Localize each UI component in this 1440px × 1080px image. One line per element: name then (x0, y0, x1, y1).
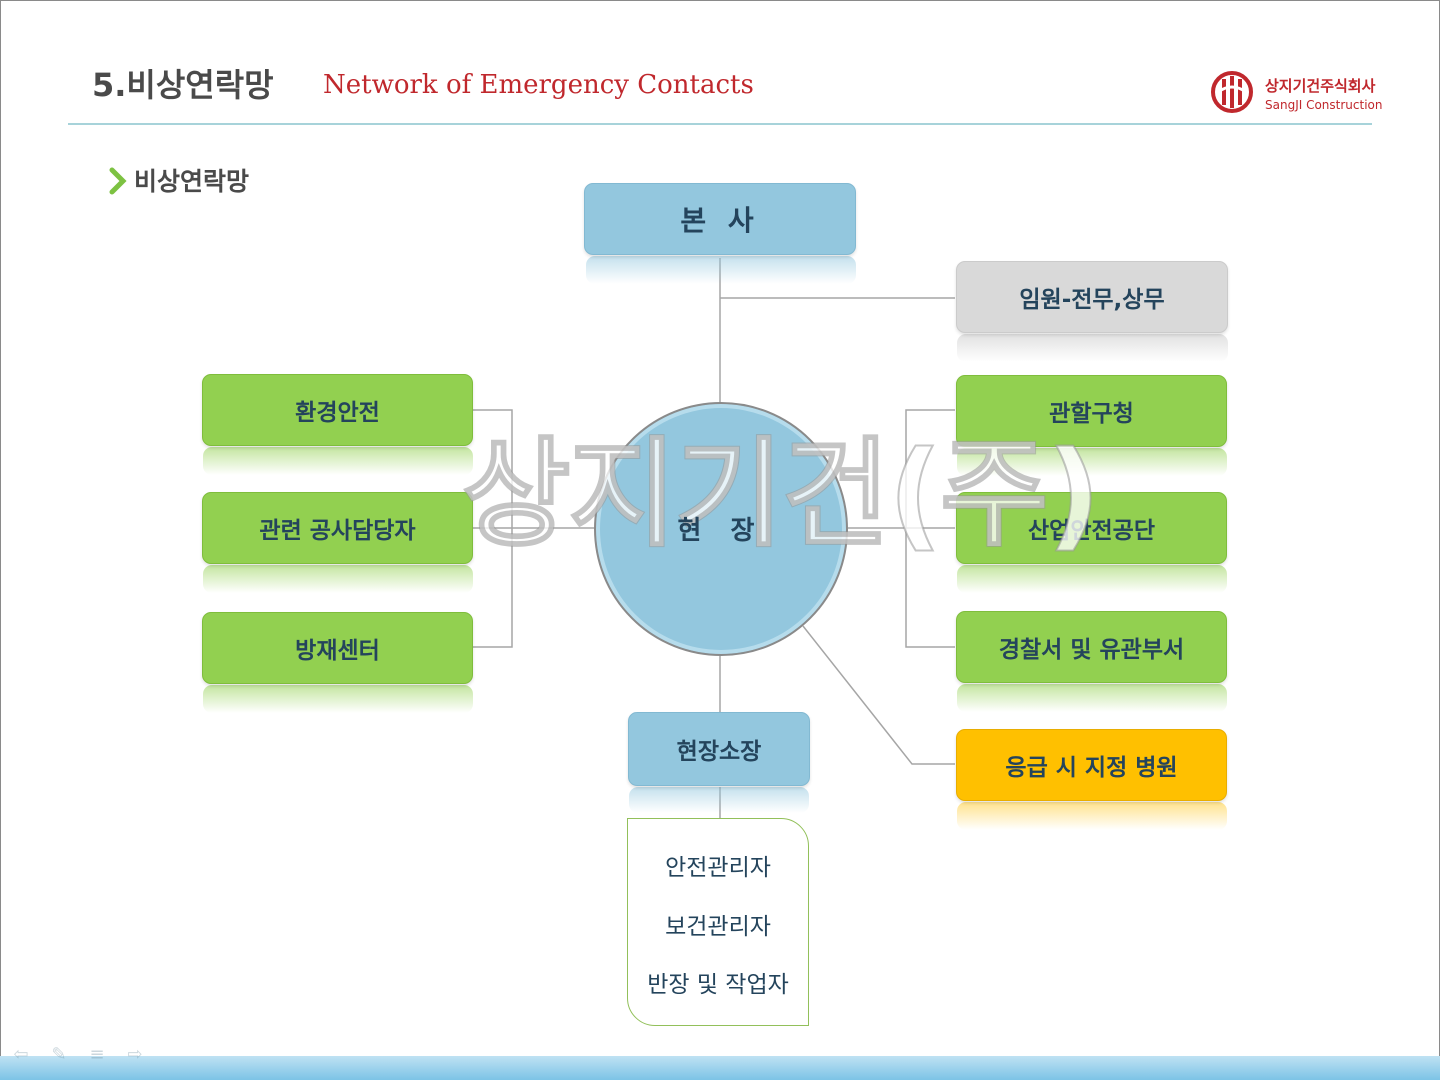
head-office-label: 본 사 (680, 204, 760, 237)
hospital-reflection (957, 802, 1227, 830)
site-manager-label: 현장소장 (676, 739, 762, 765)
left-box-reflection (203, 685, 473, 713)
section-title: 비상연락망 (134, 167, 250, 196)
site-circle (594, 402, 848, 656)
district-office-label: 관할구청 (1049, 401, 1134, 427)
executives-label: 임원-전무,상무 (1019, 287, 1165, 313)
right-box-reflection (957, 448, 1227, 476)
site-label: 현 장 (677, 516, 765, 546)
staff-health-manager: 보건관리자 (665, 914, 771, 940)
logo-text-english: SangJI Construction (1265, 98, 1383, 112)
logo-mark-icon (1211, 71, 1253, 113)
next-icon[interactable]: ⇨ (127, 1044, 143, 1065)
right-box-reflection (957, 565, 1227, 593)
head-office-box: 본 사 (584, 183, 856, 255)
police-label: 경찰서 및 유관부서 (998, 637, 1185, 663)
pen-icon[interactable]: ✎ (51, 1044, 67, 1065)
logo-text-korean: 상지기건주식회사 (1265, 77, 1376, 95)
slide-nav: ⇦ ✎ ≡ ⇨ (10, 1044, 146, 1066)
page-title-english: Network of Emergency Contacts (323, 70, 754, 100)
district-office-box: 관할구청 (956, 375, 1227, 447)
page-title: 5.비상연락망 (92, 66, 274, 104)
site-manager-reflection (629, 787, 809, 813)
disaster-center-box: 방재센터 (202, 612, 473, 684)
left-box-reflection (203, 565, 473, 593)
chevron-right-icon (109, 167, 127, 195)
prev-icon[interactable]: ⇦ (13, 1044, 29, 1065)
safety-agency-box: 산업안전공단 (956, 492, 1227, 564)
footer-band (0, 1056, 1440, 1080)
staff-box (627, 818, 809, 1026)
header-divider (68, 123, 1372, 125)
environment-safety-box: 환경안전 (202, 374, 473, 446)
construction-manager-label: 관련 공사담당자 (259, 518, 416, 544)
watermark: 상지기건(주) (461, 424, 1102, 564)
executives-reflection (957, 334, 1228, 362)
environment-safety-label: 환경안전 (295, 400, 380, 426)
disaster-center-label: 방재센터 (295, 638, 380, 664)
safety-agency-label: 산업안전공단 (1028, 518, 1155, 544)
left-box-reflection (203, 447, 473, 475)
menu-icon[interactable]: ≡ (89, 1044, 105, 1065)
staff-safety-manager: 안전관리자 (665, 855, 771, 881)
company-logo: 상지기건주식회사 SangJI Construction (1210, 70, 1383, 120)
head-office-reflection (586, 256, 856, 284)
hospital-box: 응급 시 지정 병원 (956, 729, 1227, 801)
construction-manager-box: 관련 공사담당자 (202, 492, 473, 564)
hospital-label: 응급 시 지정 병원 (1005, 755, 1178, 781)
executives-box: 임원-전무,상무 (956, 261, 1228, 333)
right-box-reflection (957, 684, 1227, 712)
site-manager-box: 현장소장 (628, 712, 810, 786)
staff-foreman-workers: 반장 및 작업자 (647, 972, 789, 998)
police-box: 경찰서 및 유관부서 (956, 611, 1227, 683)
